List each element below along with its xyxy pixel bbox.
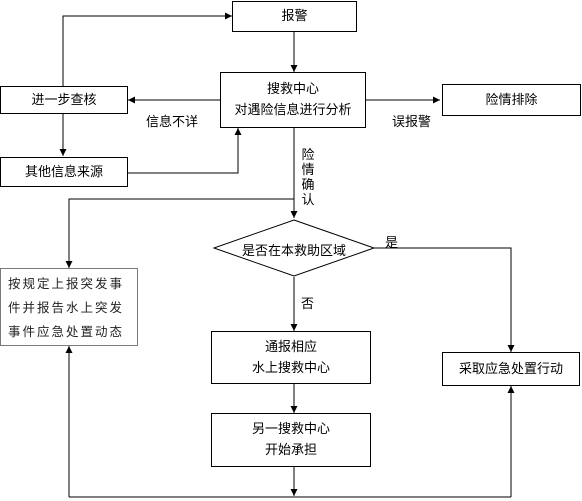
- node-danger-cleared-text: 险情排除: [485, 92, 538, 108]
- node-emergency-action-text: 采取应急处置行动: [458, 361, 563, 377]
- node-further-check-text: 进一步查核: [31, 92, 97, 108]
- edge-decision-yes: [374, 247, 515, 352]
- node-another-center: 另一搜救中心 开始承担: [211, 413, 371, 467]
- node-alarm: 报警: [232, 1, 357, 32]
- node-alarm-text: 报警: [281, 9, 308, 24]
- node-emergency-action: 采取应急处置行动: [442, 352, 580, 386]
- edge-label-danger-confirmed: 险情确认: [301, 148, 315, 208]
- node-notify-line2: 水上搜救中心: [251, 360, 330, 376]
- node-another-line2: 开始承担: [264, 443, 317, 458]
- edge-to-report: [65, 198, 294, 268]
- edge-label-no: 否: [301, 297, 315, 312]
- node-further-check: 进一步查核: [0, 86, 128, 114]
- node-other-sources-text: 其他信息来源: [24, 164, 103, 180]
- edge-label-yes: 是: [385, 236, 399, 251]
- node-report-line3: 事件应急处置动态: [8, 324, 125, 339]
- edge-further-check-to-alarm: [62, 12, 232, 86]
- edge-other-sources-to-center: [128, 128, 242, 174]
- node-another-line1: 另一搜救中心: [251, 422, 330, 437]
- node-notify: 通报相应 水上搜救中心: [211, 331, 371, 384]
- node-decision-text: 是否在本救助区域: [241, 244, 346, 259]
- node-notify-line1: 通报相应: [264, 339, 317, 355]
- node-danger-cleared: 险情排除: [442, 84, 581, 116]
- node-report: [0, 268, 138, 346]
- edge-label-info-unclear: 信息不详: [146, 115, 199, 130]
- node-center-line2: 对遇险信息进行分析: [234, 103, 352, 118]
- edge-label-false-alarm: 误报警: [392, 115, 432, 130]
- node-center: 搜救中心 对遇险信息进行分析: [220, 72, 366, 128]
- decision-diamond: [212, 219, 376, 277]
- node-report-line1: 按规定上报突发事: [8, 276, 125, 291]
- node-other-sources: 其他信息来源: [0, 157, 128, 187]
- node-report-line2: 件并报告水上突发: [8, 300, 125, 315]
- node-center-line1: 搜救中心: [266, 82, 319, 97]
- node-report-text: 按规定上报突发事 件并报告水上突发 事件应急处置动态: [8, 272, 136, 344]
